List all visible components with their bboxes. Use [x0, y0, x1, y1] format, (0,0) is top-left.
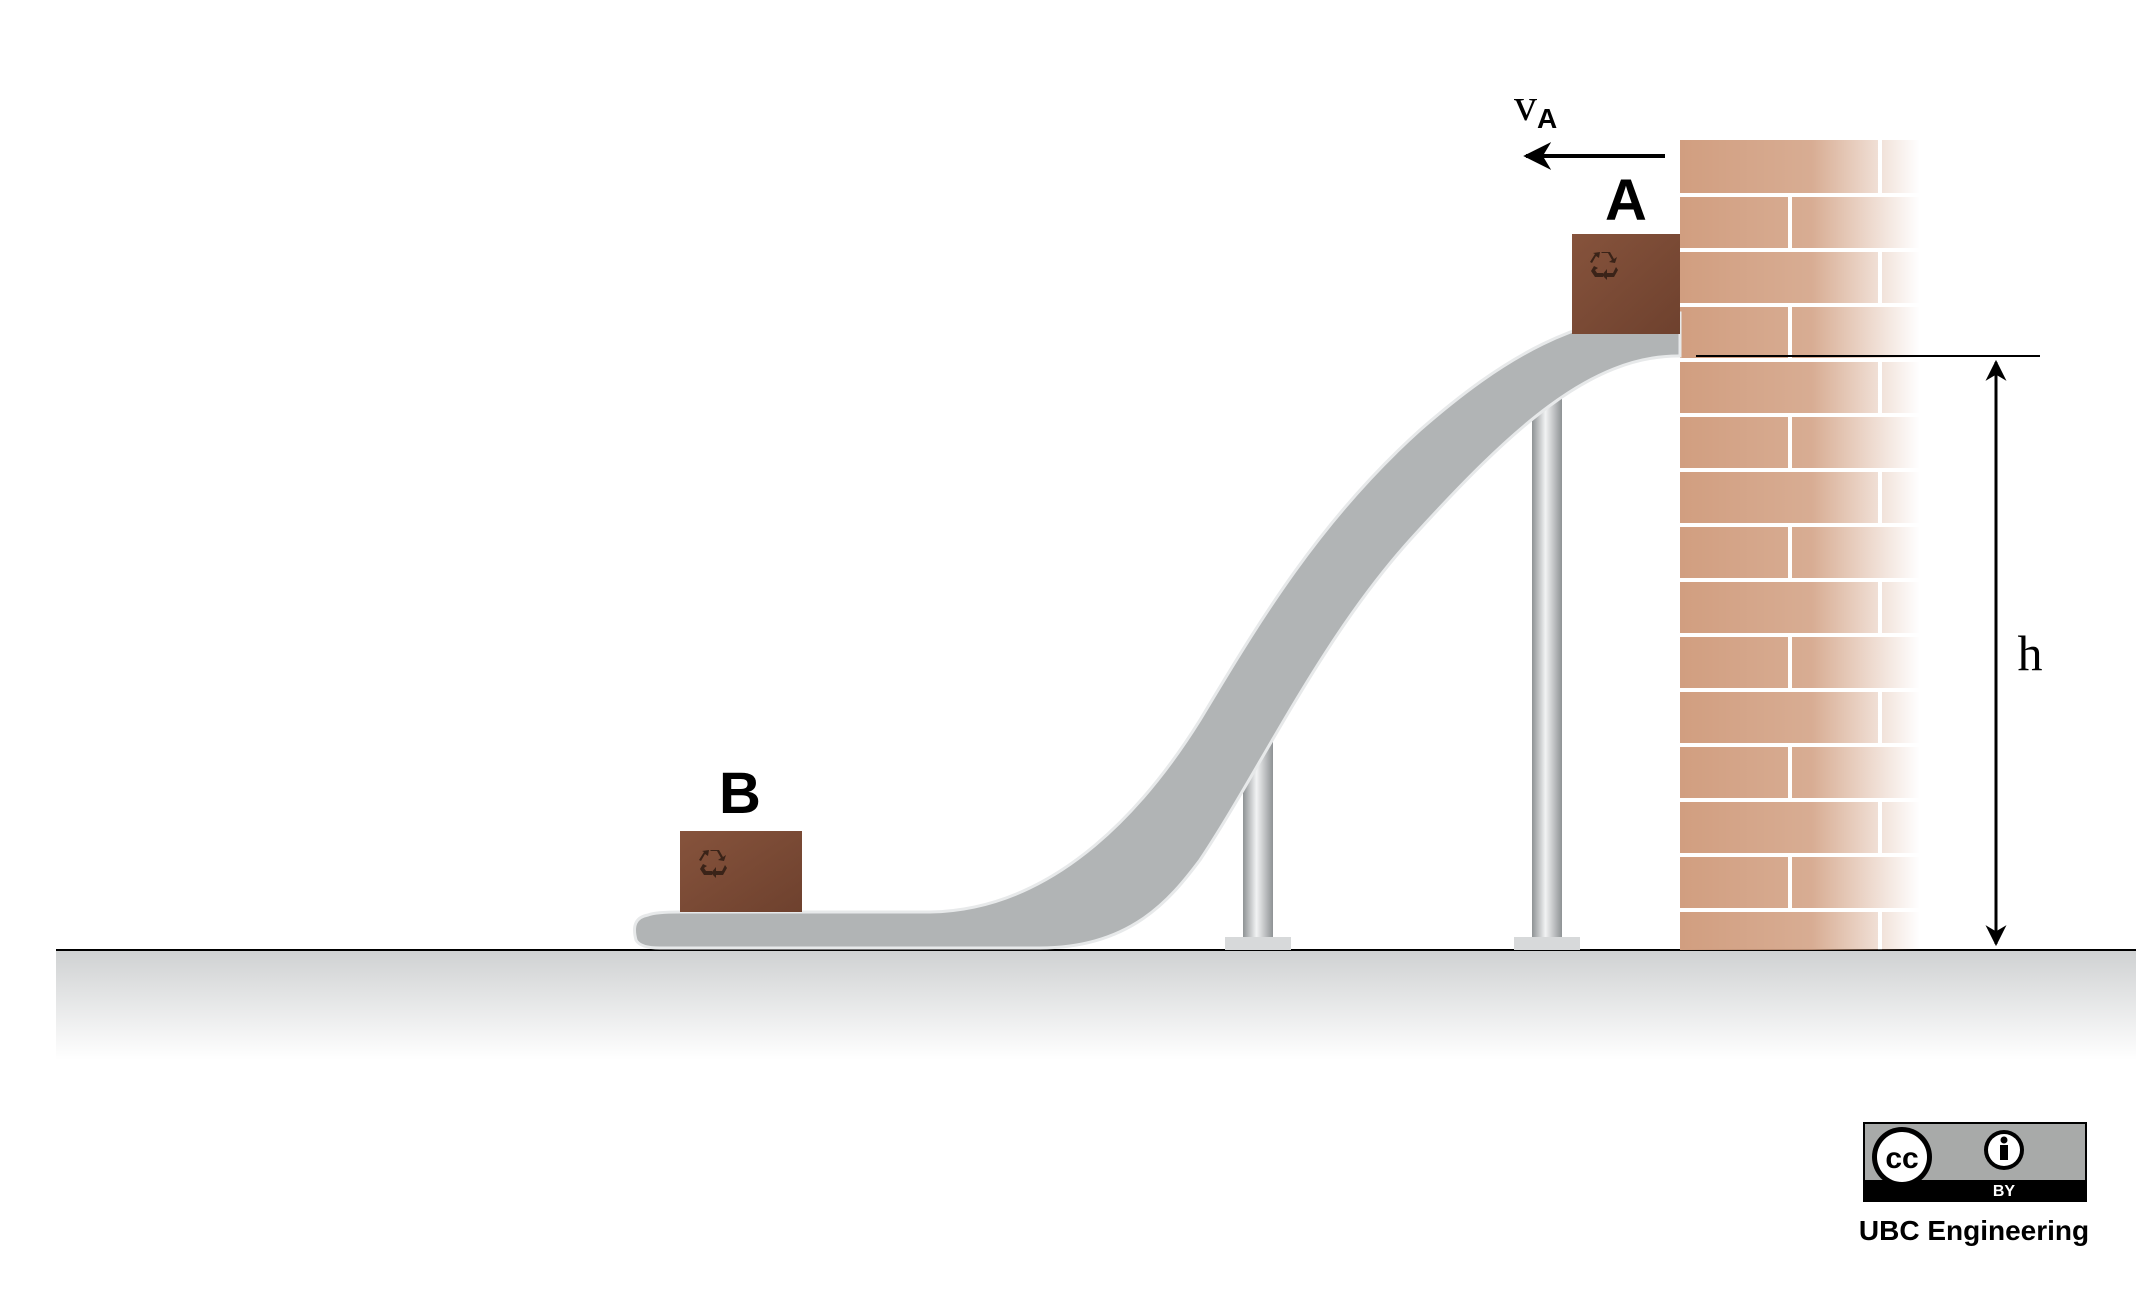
curved-slide: [633, 311, 1682, 950]
box-b: [680, 831, 802, 912]
svg-text:cc: cc: [1885, 1142, 1918, 1175]
height-label: h: [2018, 625, 2043, 681]
box-a: [1572, 234, 1680, 334]
floor: [56, 949, 2136, 1060]
label-box-a: A: [1605, 168, 1647, 233]
label-box-b: B: [719, 761, 761, 826]
cc-icon: cc: [1872, 1127, 1932, 1187]
credit-text: UBC Engineering: [1859, 1215, 2089, 1246]
brick-wall: [1680, 140, 1920, 950]
cc-by-license-badge: cc BY: [1863, 1122, 2087, 1202]
support-pole-right: [1514, 395, 1580, 950]
by-person-icon: [1984, 1130, 2024, 1170]
velocity-label: vA: [1514, 79, 1557, 134]
by-label: BY: [1993, 1183, 2016, 1200]
